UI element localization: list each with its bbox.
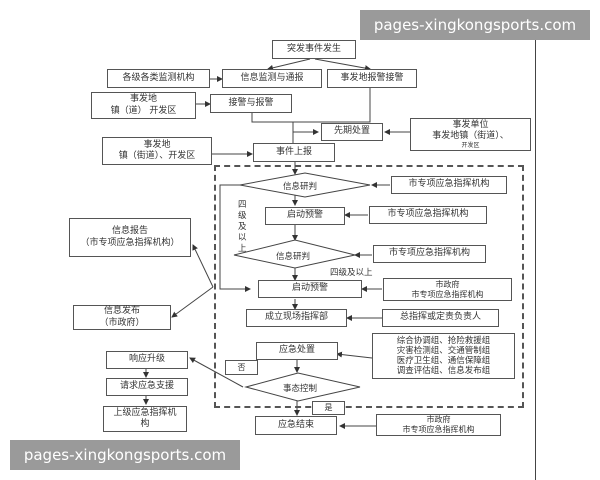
node-launch-warning-2-label: 启动预警 — [291, 283, 328, 294]
no-tag-label: 否 — [237, 362, 246, 372]
decision-diamond-3 — [244, 372, 361, 402]
node-request-support-label: 请求应急支援 — [119, 381, 174, 392]
node-local-town-line1: 事发地 — [129, 94, 157, 105]
node-response-upgrade: 响应升级 — [106, 351, 188, 369]
node-emergency-end-label: 应急结束 — [277, 419, 314, 430]
node-receive-report-label: 接警与报警 — [228, 97, 274, 108]
node-info-report-line2: （市专项应急指挥机构） — [80, 237, 180, 248]
node-upper-cmd-line2: 构 — [140, 419, 150, 429]
node-emergency-end: 应急结束 — [255, 416, 337, 435]
node-incident-unit-line1: 事发单位 — [452, 119, 489, 130]
node-field-hq: 成立现场指挥部 — [246, 309, 347, 327]
node-info-report: 信息报告 （市专项应急指挥机构） — [69, 218, 191, 257]
node-gov-end: 市政府 市专项应急指挥机构 — [376, 414, 501, 436]
node-launch-warning-1: 启动预警 — [265, 207, 345, 225]
node-launch-warning-1-label: 启动预警 — [286, 210, 323, 221]
node-upper-cmd: 上级应急指挥机 构 — [103, 406, 187, 432]
node-initial-response-label: 先期处置 — [333, 126, 370, 137]
node-monitor-agencies-label: 各级各类监测机构 — [122, 72, 195, 83]
node-receive-report: 接警与报警 — [210, 94, 292, 113]
node-special-cmd-3: 市专项应急指挥机构 — [373, 245, 486, 263]
node-gov-cmd-line2: 市专项应急指挥机构 — [411, 289, 484, 299]
node-groups-line4: 调查评估组、信息发布组 — [396, 366, 491, 377]
node-initial-response: 先期处置 — [321, 123, 383, 141]
diamond-3-label: 事态控制 — [283, 384, 318, 394]
node-incident: 突发事件发生 — [272, 40, 356, 59]
node-local-town: 事发地 镇（道） 开发区 — [91, 92, 196, 119]
diamond-2-label: 信息研判 — [276, 252, 311, 262]
node-gov-cmd: 市政府 市专项应急指挥机构 — [383, 278, 512, 301]
watermark-top: pages-xingkongsports.com — [360, 10, 590, 40]
node-info-publish-line1: 信息发布 — [103, 306, 140, 317]
node-incident-label: 突发事件发生 — [286, 43, 341, 54]
node-incident-unit-line2: 事发地镇（街道）、 — [432, 130, 509, 141]
node-info-monitor: 信息监测与通报 — [222, 69, 322, 88]
node-special-cmd-3-label: 市专项应急指挥机构 — [388, 248, 470, 259]
node-monitor-agencies: 各级各类监测机构 — [107, 69, 210, 88]
node-gov-end-line2: 市专项应急指挥机构 — [402, 425, 475, 434]
node-event-report-label: 事件上报 — [275, 146, 312, 157]
node-groups-line1: 综合协调组、抢险救援组 — [396, 335, 491, 346]
node-groups: 综合协调组、抢险救援组 灾害检测组、交通管制组 医疗卫生组、通信保障组 调查评估… — [372, 333, 515, 379]
level-label-vertical: 四级及以上 — [238, 200, 247, 254]
node-launch-warning-2: 启动预警 — [258, 280, 362, 298]
node-info-publish-line2: （市政府） — [99, 317, 145, 328]
node-field-hq-label: 成立现场指挥部 — [264, 312, 328, 323]
no-tag: 否 — [225, 360, 258, 375]
node-gov-cmd-line1: 市政府 — [435, 279, 460, 289]
page-right-edge — [535, 20, 536, 480]
node-info-publish: 信息发布 （市政府） — [73, 305, 171, 330]
node-emergency-handling: 应急处置 — [256, 342, 338, 360]
node-local-street-line2: 镇（街道）、开发区 — [118, 151, 196, 161]
node-event-report: 事件上报 — [253, 143, 335, 162]
node-upper-cmd-line1: 上级应急指挥机 — [113, 407, 177, 418]
decision-diamond-1 — [239, 172, 371, 198]
node-local-street: 事发地 镇（街道）、开发区 — [102, 137, 212, 165]
level-label-horizontal: 四级及以上 — [330, 268, 373, 278]
node-local-town-line2: 镇（道） 开发区 — [110, 105, 177, 116]
node-special-cmd-2: 市专项应急指挥机构 — [369, 206, 487, 224]
node-emergency-handling-label: 应急处置 — [278, 345, 315, 356]
node-response-upgrade-label: 响应升级 — [128, 354, 165, 365]
yes-tag: 是 — [312, 401, 345, 415]
node-special-cmd-2-label: 市专项应急指挥机构 — [387, 209, 469, 220]
node-info-monitor-label: 信息监测与通报 — [240, 72, 304, 83]
node-local-street-line1: 事发地 — [143, 139, 171, 150]
node-chief-commander: 总指挥或定责负责人 — [382, 309, 499, 327]
node-local-alarm: 事发地报警接警 — [327, 69, 417, 88]
node-special-cmd-1: 市专项应急指挥机构 — [391, 176, 507, 194]
node-chief-commander-label: 总指挥或定责负责人 — [399, 312, 481, 323]
node-special-cmd-1-label: 市专项应急指挥机构 — [408, 179, 490, 190]
node-incident-unit-line3: 开发区 — [461, 142, 480, 149]
node-info-report-line1: 信息报告 — [111, 226, 148, 237]
node-local-alarm-label: 事发地报警接警 — [340, 72, 404, 83]
yes-tag-label: 是 — [324, 403, 333, 412]
node-groups-line2: 灾害检测组、交通管制组 — [396, 345, 491, 356]
emergency-response-region — [214, 165, 524, 408]
node-gov-end-line1: 市政府 — [426, 415, 451, 424]
watermark-bottom: pages-xingkongsports.com — [10, 440, 240, 470]
decision-diamond-2 — [233, 239, 356, 269]
diamond-1-label: 信息研判 — [283, 182, 318, 192]
node-groups-line3: 医疗卫生组、通信保障组 — [396, 356, 491, 366]
node-incident-unit: 事发单位 事发地镇（街道）、 开发区 — [410, 118, 531, 151]
node-request-support: 请求应急支援 — [106, 378, 188, 396]
